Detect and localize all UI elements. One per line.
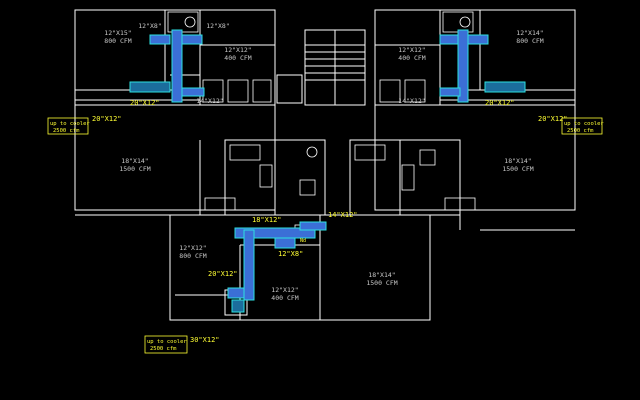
cooler-notes: up to cooler 2500 cfm up to cooler 2500 … <box>47 117 604 354</box>
room-cfm: 1500 CFM <box>119 165 150 173</box>
note-line: up to cooler <box>147 339 187 345</box>
ductwork <box>129 29 526 313</box>
room-size: 18"X14" <box>504 157 531 165</box>
duct-size-label: 12"X8" <box>278 250 303 258</box>
duct-size-label: 14"X12" <box>328 211 358 219</box>
room-size: 12"X8" <box>206 22 229 30</box>
duct-labels: 20"X12" 20"X12" 20"X12" 20"X12" 18"X12" … <box>92 99 568 344</box>
room-size: 12"X12" <box>398 46 425 54</box>
room-cfm: 400 CFM <box>271 294 298 302</box>
room-cfm: 400 CFM <box>224 54 251 62</box>
room-size: 12"X8" <box>138 22 161 30</box>
room-labels: 12"X15" 800 CFM 12"X12" 400 CFM 12"X8" 1… <box>104 22 543 302</box>
duct-size-label: 20"X12" <box>92 115 122 123</box>
duct-size-label: 30"X12" <box>190 336 220 344</box>
room-cfm: 400 CFM <box>398 54 425 62</box>
duct-size-label: 20"X12" <box>538 115 568 123</box>
note-box <box>561 117 603 135</box>
note-line: up to cooler <box>50 121 90 127</box>
room-size: 12"X12" <box>179 244 206 252</box>
note-box <box>144 335 188 354</box>
room-size: 14"X12" <box>398 97 425 105</box>
note-line: up to cooler <box>564 121 604 127</box>
room-size: 18"X14" <box>121 157 148 165</box>
room-cfm: 800 CFM <box>516 37 543 45</box>
duct-size-label: 20"X12" <box>208 270 238 278</box>
note-box <box>47 117 89 135</box>
room-cfm: 800 CFM <box>104 37 131 45</box>
note-line: 2500 cfm <box>150 346 177 352</box>
fixtures <box>167 11 476 238</box>
duct-size-label: Nd <box>300 238 306 244</box>
room-cfm: 800 CFM <box>179 252 206 260</box>
duct-size-label: 18"X12" <box>252 216 282 224</box>
note-line: 2500 cfm <box>567 128 594 134</box>
room-size: 12"X12" <box>271 286 298 294</box>
room-cfm: 1500 CFM <box>502 165 533 173</box>
room-size: 12"X14" <box>516 29 543 37</box>
duct-size-label: 20"X12" <box>485 99 515 107</box>
room-size: 18"X14" <box>368 271 395 279</box>
note-line: 2500 cfm <box>53 128 80 134</box>
room-size: 14"X12" <box>196 97 223 105</box>
duct-size-label: 20"X12" <box>130 99 160 107</box>
room-size: 12"X12" <box>224 46 251 54</box>
room-cfm: 1500 CFM <box>366 279 397 287</box>
room-size: 12"X15" <box>104 29 131 37</box>
